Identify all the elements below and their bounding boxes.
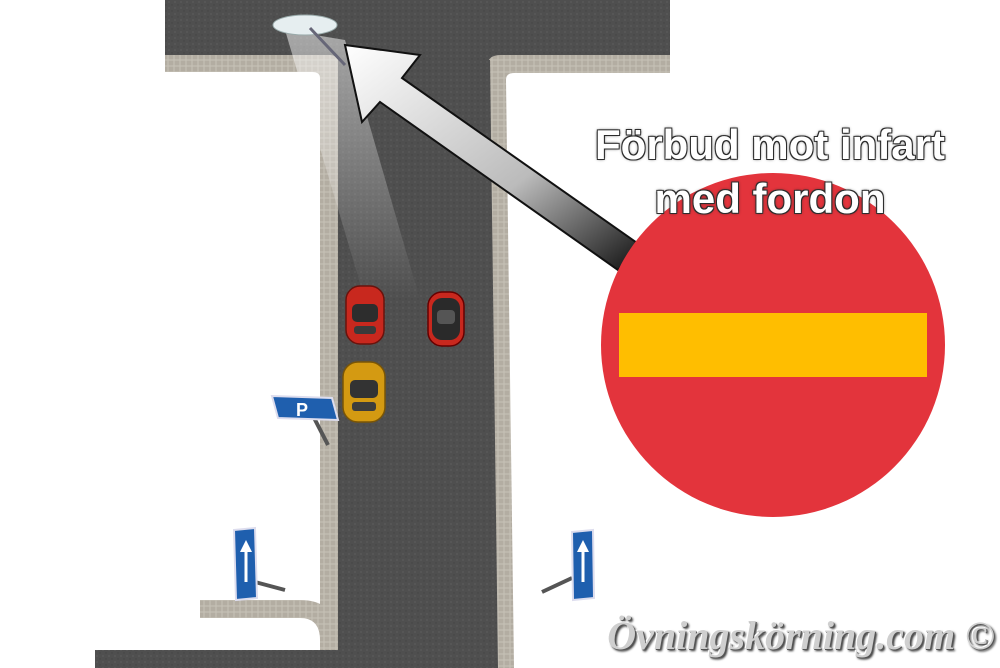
parking-letter: P	[296, 400, 308, 420]
watermark: Övningskörning.com ©	[607, 613, 995, 658]
up-arrow-icon	[240, 540, 252, 552]
right-curb	[487, 55, 670, 668]
red-car	[345, 285, 385, 345]
bottom-left-curb	[200, 600, 338, 668]
up-arrow-icon	[577, 540, 589, 552]
dark-car	[427, 291, 465, 347]
cross-road	[165, 0, 670, 60]
caption-line-2: med fordon	[654, 175, 886, 222]
bottom-road	[95, 650, 340, 668]
no-entry-sign-icon	[601, 173, 945, 517]
parking-sign: P	[270, 394, 340, 446]
yellow-car	[342, 361, 386, 423]
sign-caption: Förbud mot infart med fordon	[560, 118, 980, 226]
caption-line-1: Förbud mot infart	[595, 121, 945, 168]
sign-beam	[272, 14, 420, 300]
one-way-sign-right	[541, 528, 596, 602]
distant-sign-icon	[272, 14, 338, 36]
one-way-sign-left	[232, 526, 286, 602]
